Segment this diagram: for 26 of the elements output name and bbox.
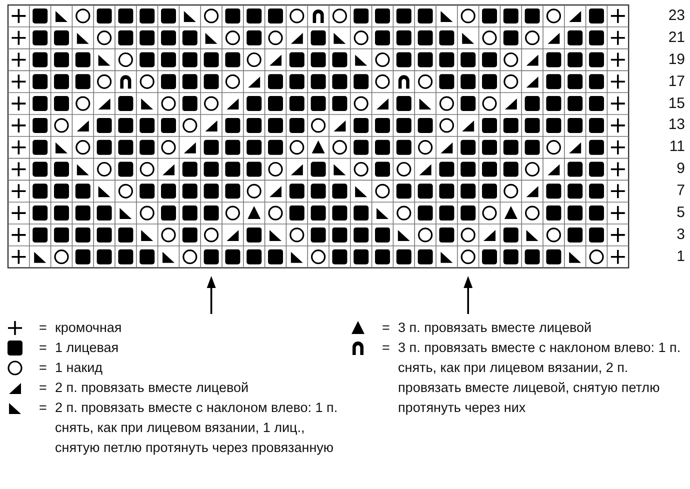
equals-sign: = [38,319,48,337]
row-number: 7 [676,181,685,202]
equals-sign: = [38,339,48,357]
row-number: 21 [667,28,685,48]
row-number: 3 [676,224,685,245]
legend-text: 3 п. провязать вместе с наклоном влево: 1 п. снять, как при лицевом вязании, 2 п. провязать вместе лицевой, снятую петлю протянуть через них [398,339,682,417]
row-number: 23 [667,6,685,26]
equals-sign: = [38,359,48,377]
legend-text: кромочная [55,319,123,337]
row-number: 13 [667,115,685,136]
equals-sign: = [381,319,391,337]
row-number: 5 [676,203,685,224]
legend-text: 2 п. провязать вместе с наклоном влево: 1 п. снять, как при лицевом вязании, 1 лиц., снятую петлю протянуть через провязанную [55,399,339,457]
legend-text: 3 п. провязать вместе лицевой [398,319,593,337]
row-number: 1 [676,246,685,267]
row-number: 11 [668,137,685,158]
legend-text: 2 п. провязать вместе лицевой [55,379,250,397]
equals-sign: = [381,339,391,357]
row-number: 9 [676,159,685,180]
legend-text: 1 лицевая [55,339,120,357]
equals-sign: = [38,379,48,397]
row-number: 15 [667,94,685,114]
row-number: 19 [667,50,685,70]
legend-text: 1 накид [55,359,104,377]
row-number: 17 [667,72,685,92]
equals-sign: = [38,399,48,417]
